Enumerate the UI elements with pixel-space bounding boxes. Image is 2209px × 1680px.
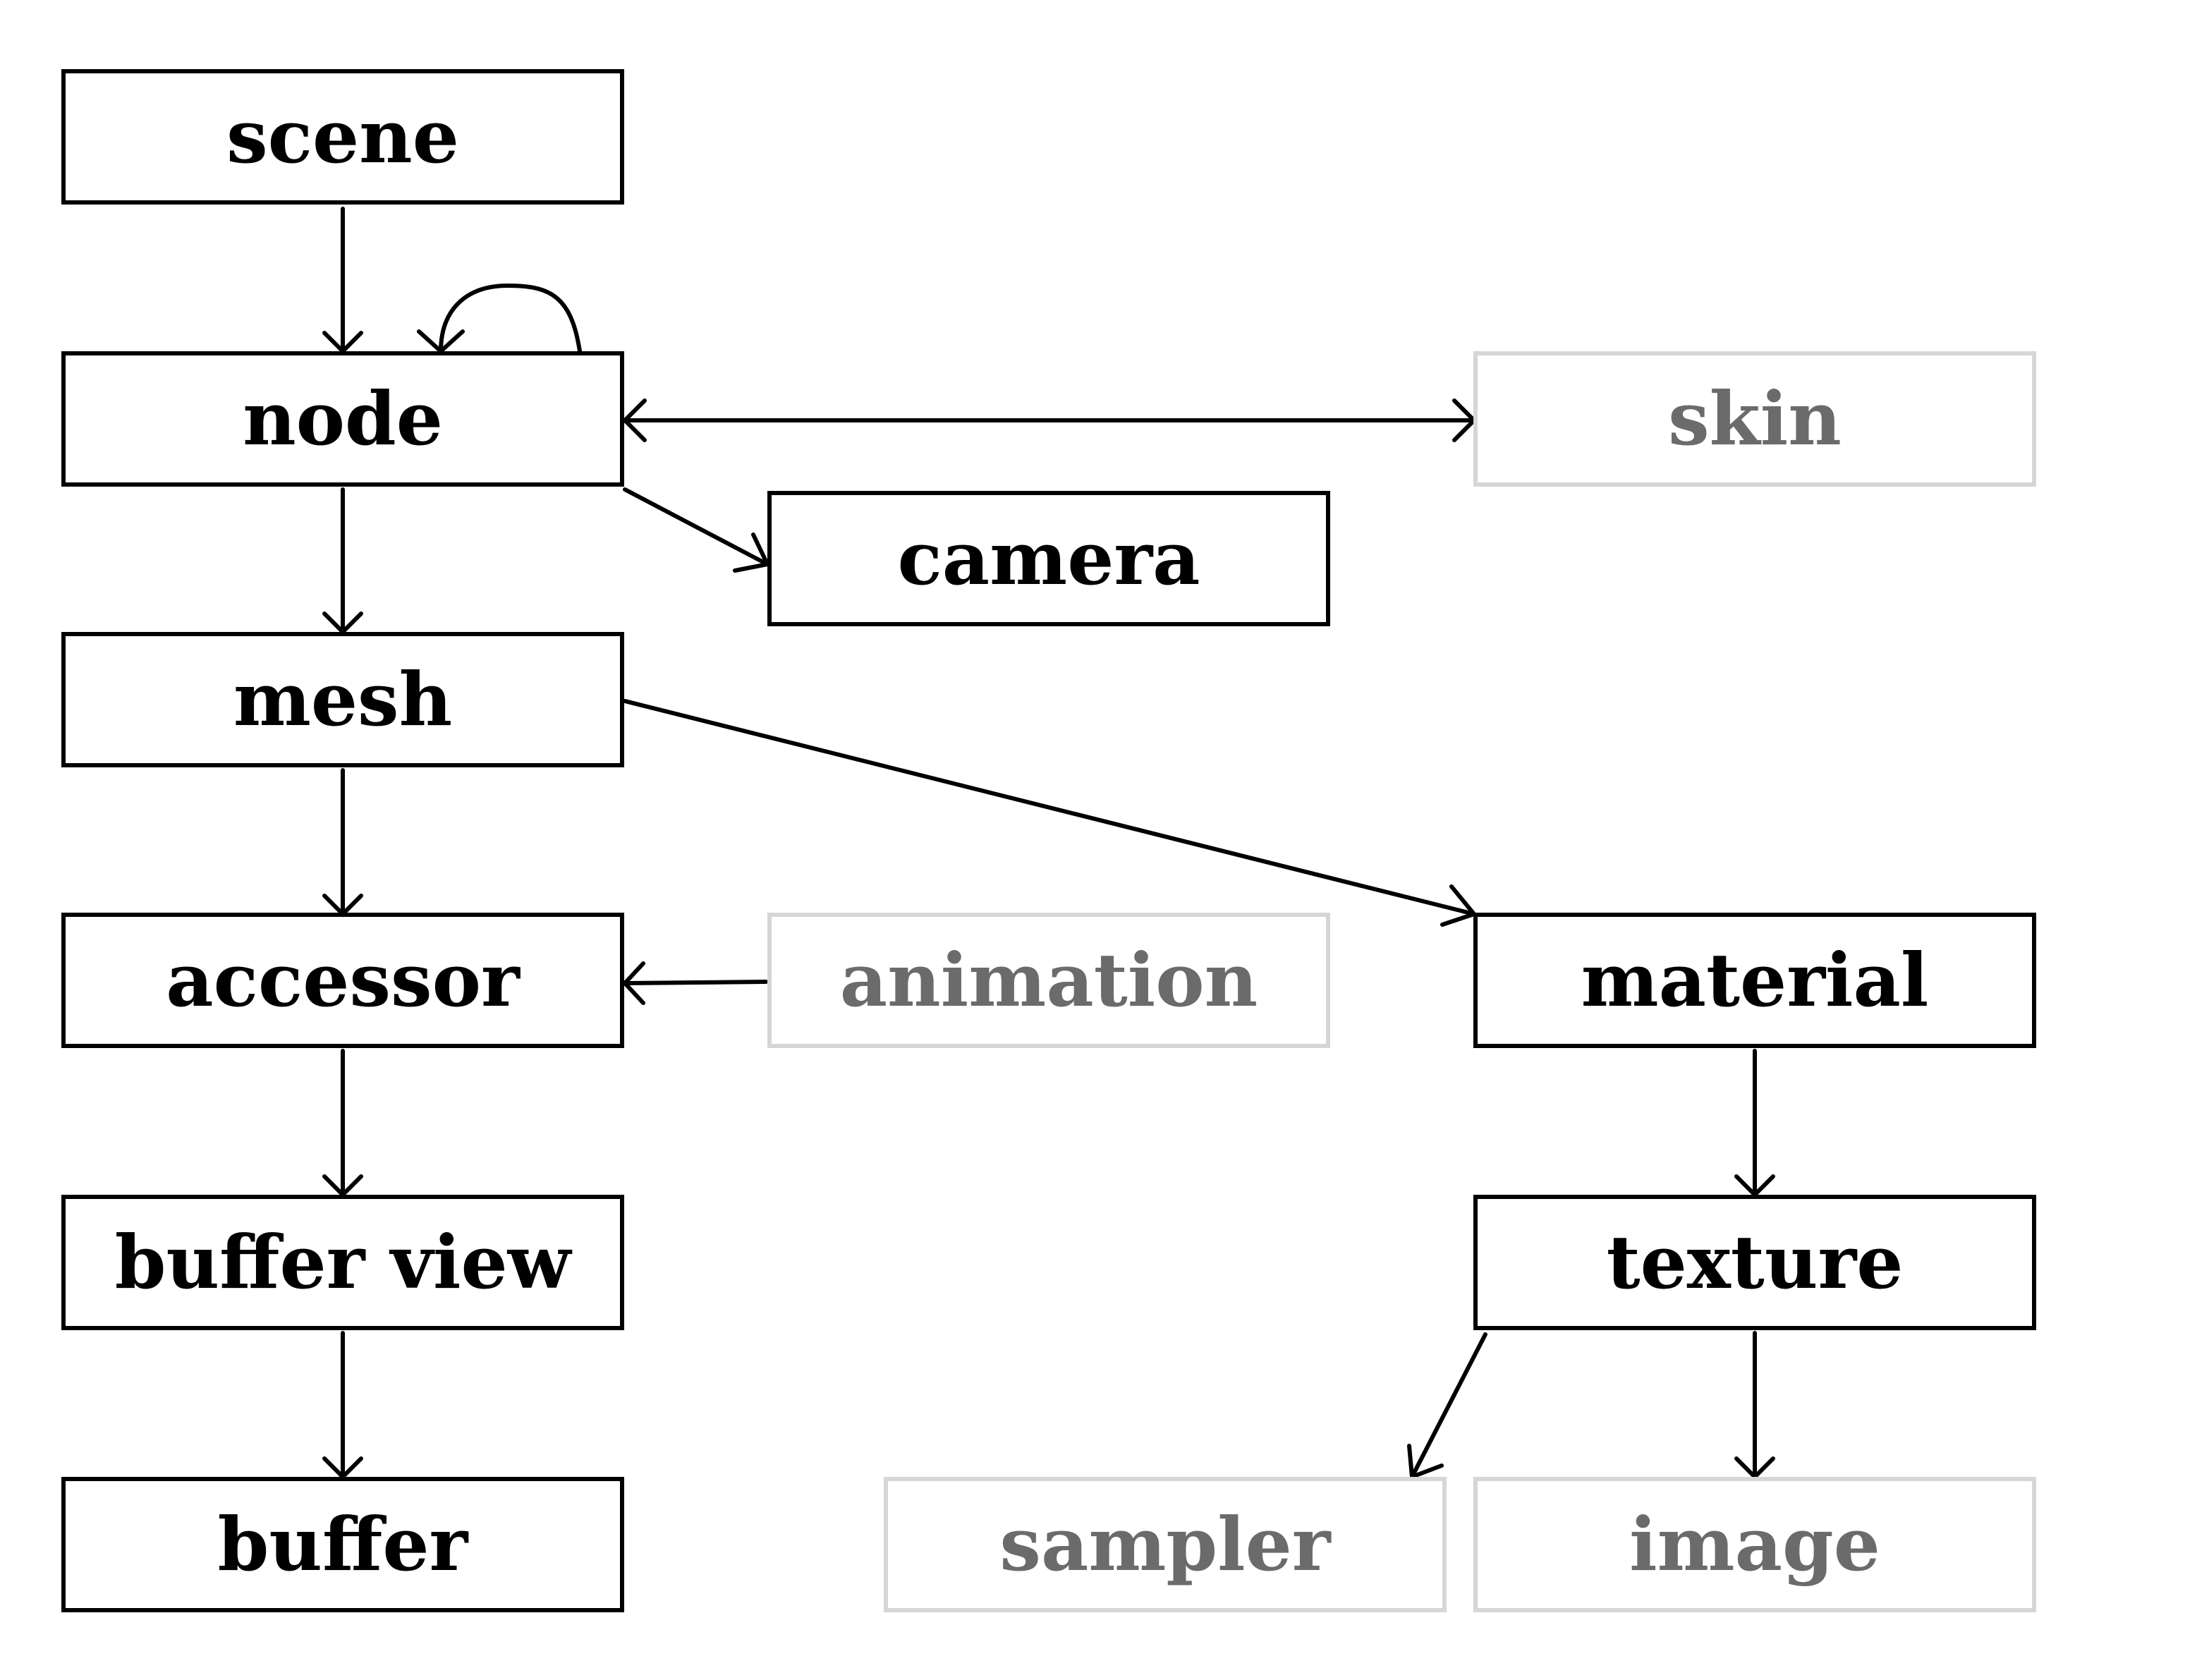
node-accessor: accessor <box>61 913 624 1048</box>
edge-node-self-loop <box>417 284 582 353</box>
node-camera: camera <box>767 491 1330 626</box>
node-scene-label: scene <box>226 93 459 180</box>
edge-buffer-view-to-buffer <box>322 1331 363 1479</box>
node-texture: texture <box>1473 1195 2036 1330</box>
edge-texture-to-sampler <box>1407 1332 1487 1479</box>
node-animation-label: animation <box>839 937 1258 1023</box>
edge-node-to-camera <box>623 487 769 573</box>
node-skin-label: skin <box>1668 375 1842 462</box>
edge-material-to-texture <box>1734 1049 1775 1197</box>
node-texture-label: texture <box>1606 1219 1904 1305</box>
edge-node-skin-bidirectional <box>623 398 1476 442</box>
node-mesh-label: mesh <box>233 656 453 743</box>
edge-mesh-to-material <box>623 699 1476 927</box>
node-buffer-label: buffer <box>217 1501 468 1588</box>
node-buffer-view-label: buffer view <box>114 1219 571 1305</box>
node-sampler-label: sampler <box>999 1501 1331 1588</box>
node-node: node <box>61 351 624 487</box>
node-node-label: node <box>243 375 443 462</box>
node-material: material <box>1473 913 2036 1048</box>
node-buffer: buffer <box>61 1477 624 1612</box>
node-mesh: mesh <box>61 632 624 767</box>
node-image: image <box>1473 1477 2036 1612</box>
node-animation: animation <box>767 913 1330 1048</box>
node-scene: scene <box>61 69 624 205</box>
node-image-label: image <box>1629 1501 1880 1588</box>
node-skin: skin <box>1473 351 2036 487</box>
edge-texture-to-image <box>1734 1331 1775 1479</box>
edge-mesh-to-accessor <box>322 768 363 916</box>
node-sampler: sampler <box>884 1477 1447 1612</box>
node-material-label: material <box>1581 937 1929 1023</box>
edge-animation-to-accessor <box>623 961 768 1005</box>
node-accessor-label: accessor <box>166 937 520 1023</box>
edge-node-to-mesh <box>322 487 363 634</box>
edge-scene-to-node <box>322 207 363 353</box>
node-camera-label: camera <box>897 515 1200 602</box>
node-buffer-view: buffer view <box>61 1195 624 1330</box>
edge-accessor-to-buffer-view <box>322 1049 363 1197</box>
